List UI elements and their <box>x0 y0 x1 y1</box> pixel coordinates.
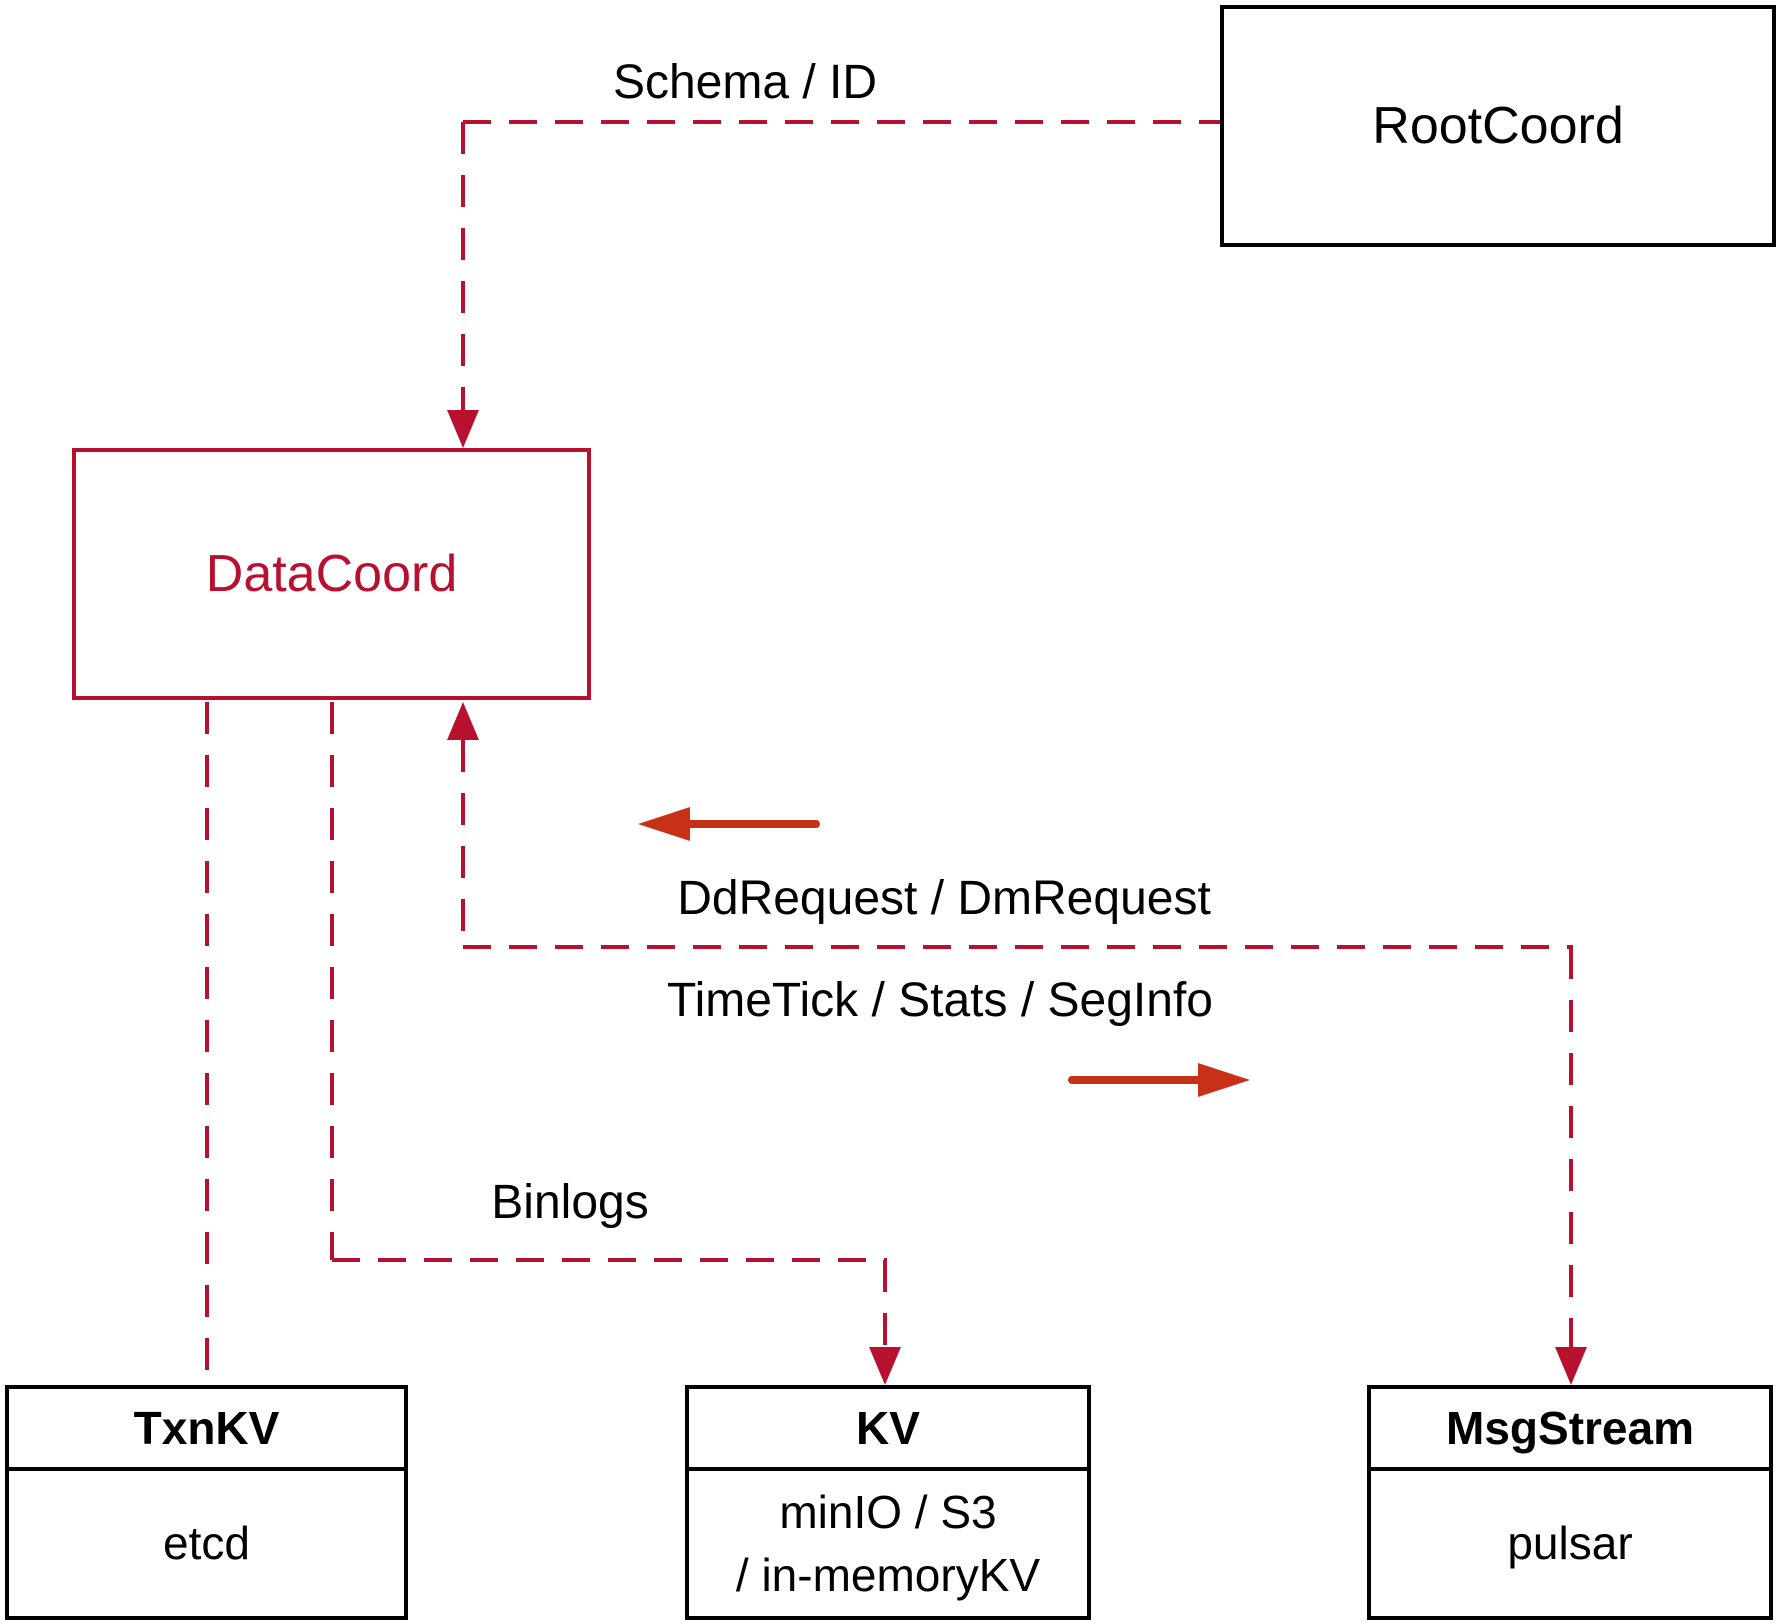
edge-ddrequest-arrowhead-up-icon <box>447 702 479 740</box>
txnkv-title: TxnKV <box>9 1389 404 1471</box>
edge-binlogs-arrowhead-down-icon <box>869 1347 901 1385</box>
kv-body-line1: minIO / S3 <box>779 1486 997 1539</box>
edge-label-binlogs: Binlogs <box>491 1176 649 1229</box>
edge-msgstream-arrowhead-down-icon <box>1555 1347 1587 1385</box>
edge-schema-id-vertical <box>461 122 465 412</box>
left-direction-arrow-shaft <box>682 820 820 828</box>
rootcoord-node: RootCoord <box>1220 5 1776 247</box>
edge-schema-id-horizontal <box>463 120 1220 124</box>
msgstream-node: MsgStream pulsar <box>1367 1385 1773 1620</box>
edge-binlogs-descender <box>883 1260 887 1347</box>
datacoord-node: DataCoord <box>72 448 591 700</box>
edge-msgstream-vertical <box>1569 947 1573 1347</box>
msgstream-title: MsgStream <box>1371 1389 1769 1471</box>
kv-node: KV minIO / S3 / in-memoryKV <box>685 1385 1091 1620</box>
txnkv-node: TxnKV etcd <box>5 1385 408 1620</box>
edge-ddrequest-vertical <box>461 740 465 947</box>
right-direction-arrow-icon <box>1198 1063 1250 1097</box>
edge-label-timetick-stats-seginfo: TimeTick / Stats / SegInfo <box>667 974 1213 1027</box>
txnkv-body: etcd <box>163 1517 250 1570</box>
left-direction-arrow-icon <box>638 807 690 841</box>
edge-binlogs-vertical <box>330 702 334 1260</box>
edge-label-dd-dm-request: DdRequest / DmRequest <box>677 872 1211 925</box>
edge-datacoord-txnkv-vertical <box>205 702 209 1385</box>
kv-title: KV <box>689 1389 1087 1471</box>
edge-shared-horizontal <box>463 945 1573 949</box>
edge-schema-id-arrowhead-down-icon <box>447 410 479 448</box>
kv-body-line2: / in-memoryKV <box>735 1548 1041 1601</box>
edge-label-schema-id: Schema / ID <box>612 56 878 109</box>
rootcoord-label: RootCoord <box>1372 97 1624 155</box>
datacoord-label: DataCoord <box>205 545 458 603</box>
edge-binlogs-horizontal <box>332 1258 887 1262</box>
msgstream-body: pulsar <box>1507 1517 1633 1570</box>
right-direction-arrow-shaft <box>1068 1076 1206 1084</box>
